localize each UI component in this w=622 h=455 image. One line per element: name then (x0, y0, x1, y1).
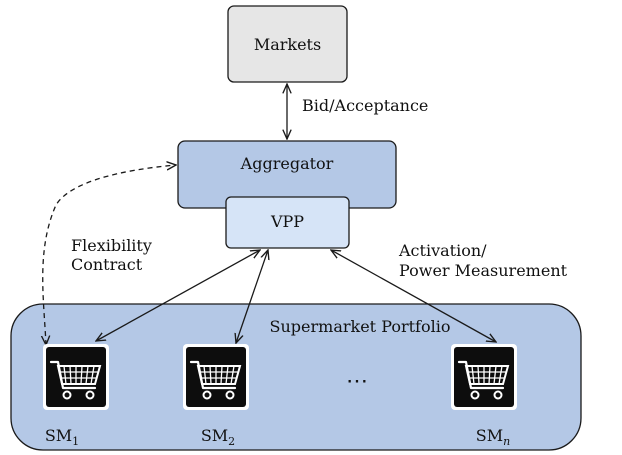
flexibility-label-line2: Contract (71, 255, 143, 274)
ellipsis: ⋯ (346, 369, 368, 394)
sm1-label: SM1 (45, 426, 79, 448)
vpp-sm1-arrow (96, 250, 260, 341)
portfolio-label: Supermarket Portfolio (270, 317, 451, 336)
supermarket-1 (41, 342, 111, 412)
supermarket-n (449, 342, 519, 412)
markets-node (227, 5, 348, 83)
aggregator-label: Aggregator (240, 154, 334, 173)
shopping-cart-icon (449, 342, 519, 412)
flexibility-contract-arrow (43, 165, 176, 345)
smn-label: SMn (476, 426, 510, 448)
supermarket-2 (181, 342, 251, 412)
vpp-sm2-arrow (236, 250, 268, 343)
vpp-smn-arrow (331, 250, 496, 342)
bid-acceptance-label: Bid/Acceptance (302, 96, 428, 115)
vpp-label: VPP (270, 212, 304, 231)
shopping-cart-icon (41, 342, 111, 412)
activation-label-line1: Activation/ (398, 241, 487, 260)
activation-label-line2: Power Measurement (399, 261, 568, 280)
vpp-node (225, 196, 350, 249)
shopping-cart-icon (181, 342, 251, 412)
sm2-label: SM2 (201, 426, 235, 448)
flexibility-label-line1: Flexibility (71, 236, 152, 255)
markets-label: Markets (254, 35, 321, 54)
